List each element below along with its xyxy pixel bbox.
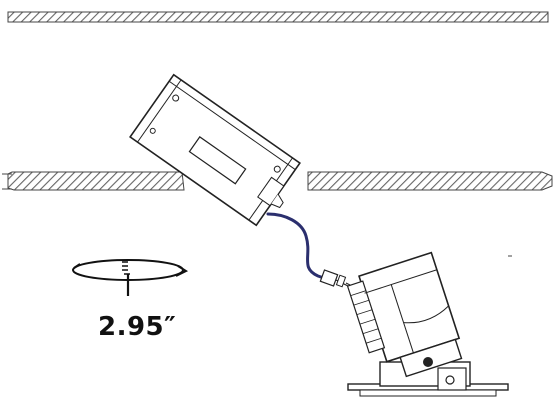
power-cable bbox=[266, 212, 357, 289]
fixture-head bbox=[346, 251, 509, 397]
rotation-arrow-icon bbox=[72, 259, 189, 296]
dimension-label: 2.95″ bbox=[98, 312, 177, 342]
ceiling-board-right bbox=[307, 171, 553, 191]
top-ceiling-joist bbox=[7, 11, 549, 23]
ceiling-board-left bbox=[2, 171, 185, 191]
driver-box bbox=[129, 73, 301, 227]
